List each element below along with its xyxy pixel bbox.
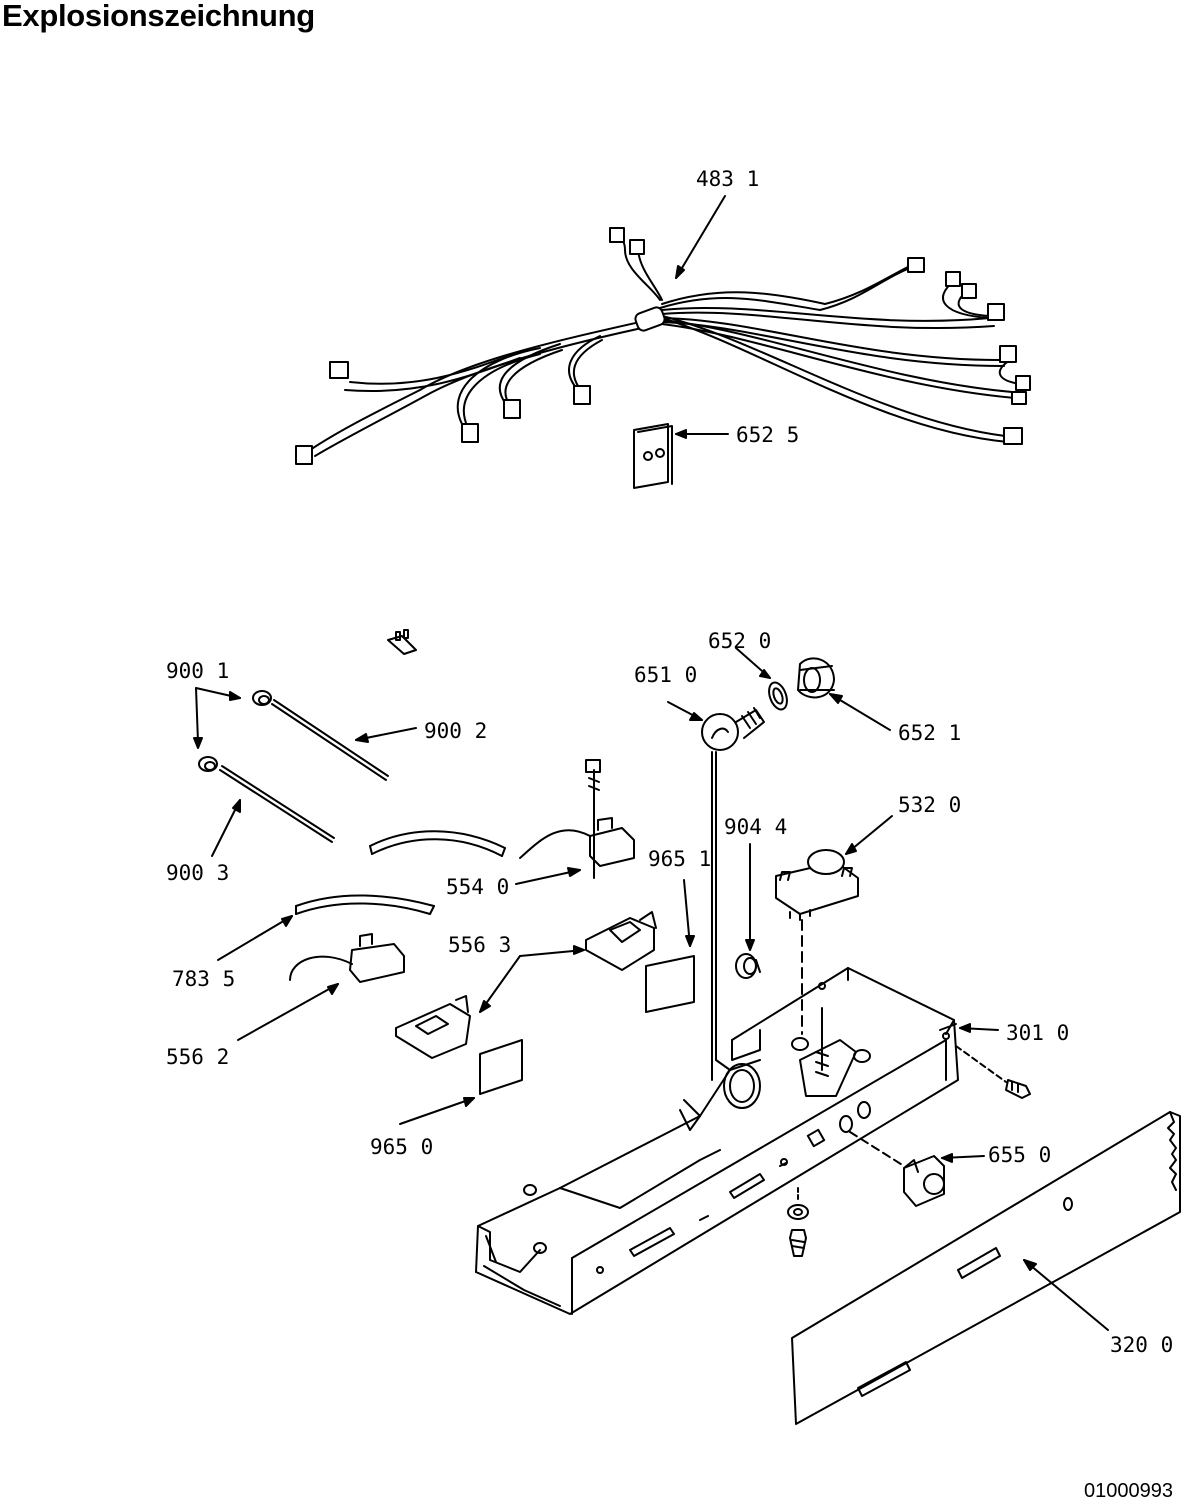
part-label-904-4: 904 4: [724, 815, 787, 839]
part-label-532-0: 532 0: [898, 793, 961, 817]
part-label-652-5: 652 5: [736, 423, 799, 447]
label-965-1: [645, 879, 695, 1013]
part-label-556-3: 556 3: [448, 933, 511, 957]
lamp-socket: [797, 657, 835, 699]
lamp-bulb: [701, 707, 765, 751]
leader-783-5: [217, 915, 293, 961]
leader-965-0: [399, 1097, 475, 1125]
lamp-ring: [768, 681, 788, 711]
rod-upper: [252, 690, 389, 781]
part-label-651-0: 651 0: [634, 663, 697, 687]
washer-screw: [787, 1187, 809, 1257]
hose-lower: [295, 894, 435, 915]
front-strip: [791, 1111, 1181, 1425]
part-label-783-5: 783 5: [172, 967, 235, 991]
screw-right: [955, 1045, 1031, 1099]
bracket-upper: [585, 911, 657, 971]
part-label-652-1: 652 1: [898, 721, 961, 745]
part-label-900-1: 900 1: [166, 659, 229, 683]
part-label-652-0: 652 0: [708, 629, 771, 653]
part-label-483-1: 483 1: [696, 167, 759, 191]
part-label-900-3: 900 3: [166, 861, 229, 885]
part-label-320-0: 320 0: [1110, 1333, 1173, 1357]
leader-483-1: [675, 195, 726, 279]
leader-320-0: [1023, 1259, 1109, 1331]
part-label-554-0: 554 0: [446, 875, 509, 899]
leader-556-2: [237, 983, 339, 1041]
label-965-0: [479, 1039, 523, 1095]
part-label-556-2: 556 2: [166, 1045, 229, 1069]
clip: [387, 629, 417, 655]
grommet: [735, 953, 761, 979]
switch-554: [519, 759, 635, 879]
document-number: 01000993: [1084, 1480, 1173, 1502]
rod-lower: [198, 756, 335, 843]
part-label-900-2: 900 2: [424, 719, 487, 743]
housing: [475, 967, 959, 1315]
switch-556-2: [289, 933, 405, 983]
part-label-301-0: 301 0: [1006, 1021, 1069, 1045]
part-label-965-1: 965 1: [648, 847, 711, 871]
part-label-655-0: 655 0: [988, 1143, 1051, 1167]
hose-upper: [369, 830, 506, 857]
bracket-lower: [395, 995, 471, 1059]
cover-plate: [633, 423, 673, 489]
page-title: Explosionszeichnung: [2, 0, 315, 33]
part-label-965-0: 965 0: [370, 1135, 433, 1159]
thermostat: [775, 849, 859, 921]
wiring-harness: [295, 227, 1031, 465]
knob-655: [849, 1131, 945, 1207]
